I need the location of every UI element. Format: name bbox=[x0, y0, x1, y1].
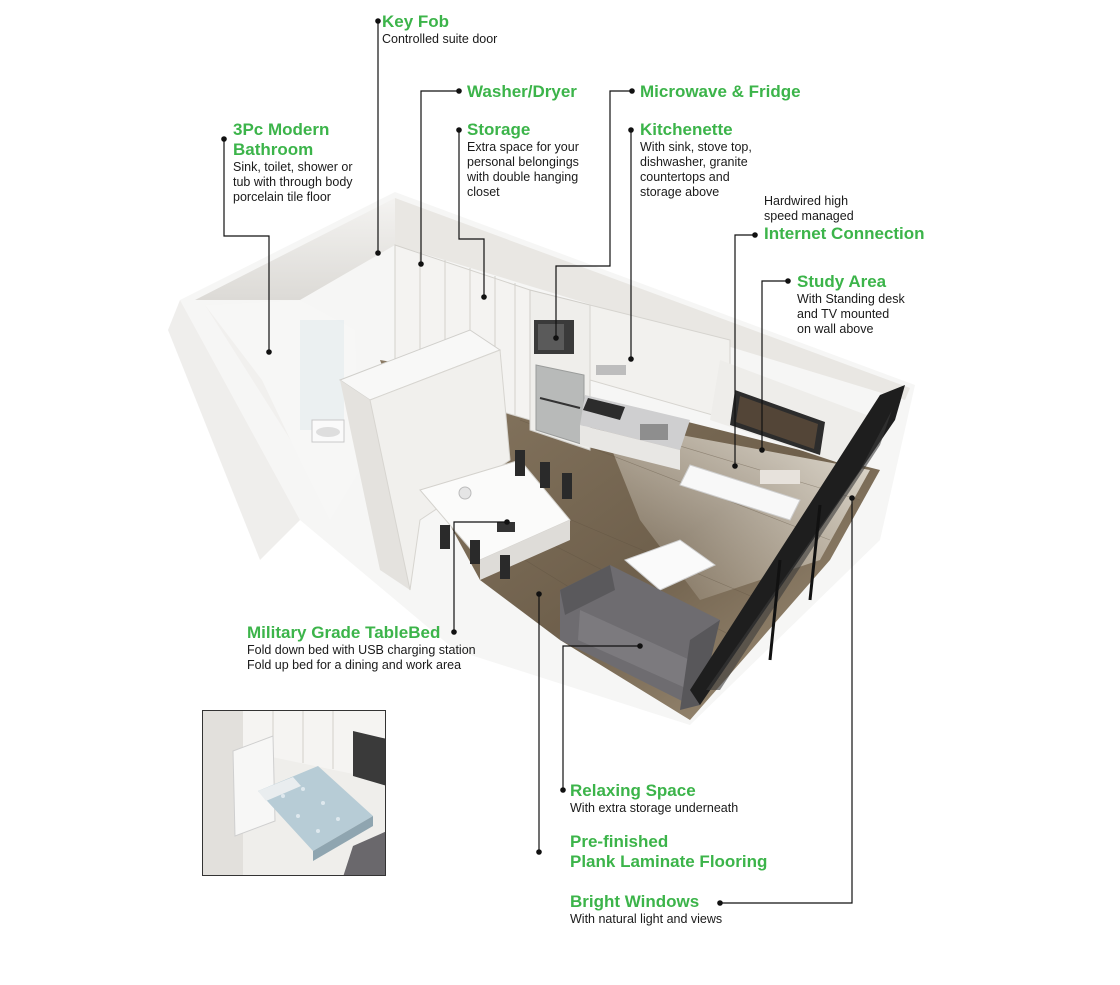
tablebed-unit bbox=[338, 329, 572, 591]
study-area bbox=[679, 360, 880, 521]
callout-microwave-fridge: Microwave & Fridge bbox=[640, 82, 801, 102]
callout-study-area: Study Area With Standing desk and TV mou… bbox=[797, 272, 905, 337]
callout-desc: Sink, toilet, shower or tub with through… bbox=[233, 160, 353, 204]
callout-title: Bright Windows bbox=[570, 892, 700, 911]
callout-internet: Hardwired high speed managed Internet Co… bbox=[764, 194, 925, 244]
callout-title: Pre-finished Plank Laminate Flooring bbox=[570, 832, 768, 871]
microwave-fridge-unit bbox=[529, 289, 591, 451]
bathroom-area bbox=[205, 300, 360, 520]
callout-pre: Hardwired high speed managed bbox=[764, 194, 854, 223]
kitchenette-area bbox=[580, 304, 731, 470]
callout-desc: Fold down bed with USB charging station … bbox=[247, 643, 476, 672]
callout-title: 3Pc Modern Bathroom bbox=[233, 120, 330, 159]
callout-windows: Bright Windows With natural light and vi… bbox=[570, 892, 722, 927]
callout-title: Study Area bbox=[797, 272, 887, 291]
callout-title: Kitchenette bbox=[640, 120, 733, 139]
callout-key-fob: Key Fob Controlled suite door bbox=[382, 12, 497, 47]
callout-bathroom: 3Pc Modern Bathroom Sink, toilet, shower… bbox=[233, 120, 353, 205]
callout-title: Military Grade TableBed bbox=[247, 623, 441, 642]
callout-relaxing-space: Relaxing Space With extra storage undern… bbox=[570, 781, 738, 816]
callout-title: Internet Connection bbox=[764, 224, 925, 243]
callout-title: Relaxing Space bbox=[570, 781, 696, 800]
callout-storage: Storage Extra space for your personal be… bbox=[467, 120, 579, 200]
callout-flooring: Pre-finished Plank Laminate Flooring bbox=[570, 832, 767, 872]
callout-desc: Extra space for your personal belongings… bbox=[467, 140, 579, 199]
bed-mode-inset bbox=[202, 710, 386, 876]
leader-lines bbox=[223, 21, 853, 904]
windows bbox=[690, 385, 905, 705]
callout-desc: With Standing desk and TV mounted on wal… bbox=[797, 292, 905, 336]
callout-title: Microwave & Fridge bbox=[640, 82, 801, 101]
leader-dots bbox=[221, 18, 855, 906]
callout-washer-dryer: Washer/Dryer bbox=[467, 82, 577, 102]
callout-kitchenette: Kitchenette With sink, stove top, dishwa… bbox=[640, 120, 752, 200]
callout-desc: Controlled suite door bbox=[382, 32, 498, 46]
coffee-table bbox=[624, 539, 716, 591]
sofa bbox=[560, 565, 720, 710]
callout-desc: With extra storage underneath bbox=[570, 801, 739, 815]
callout-title: Storage bbox=[467, 120, 531, 139]
callout-title: Key Fob bbox=[382, 12, 450, 31]
callout-desc: With natural light and views bbox=[570, 912, 723, 926]
callout-tablebed: Military Grade TableBed Fold down bed wi… bbox=[247, 623, 476, 673]
callout-desc: With sink, stove top, dishwasher, granit… bbox=[640, 140, 752, 199]
callout-title: Washer/Dryer bbox=[467, 82, 577, 101]
bed-mode-illustration bbox=[203, 711, 385, 875]
